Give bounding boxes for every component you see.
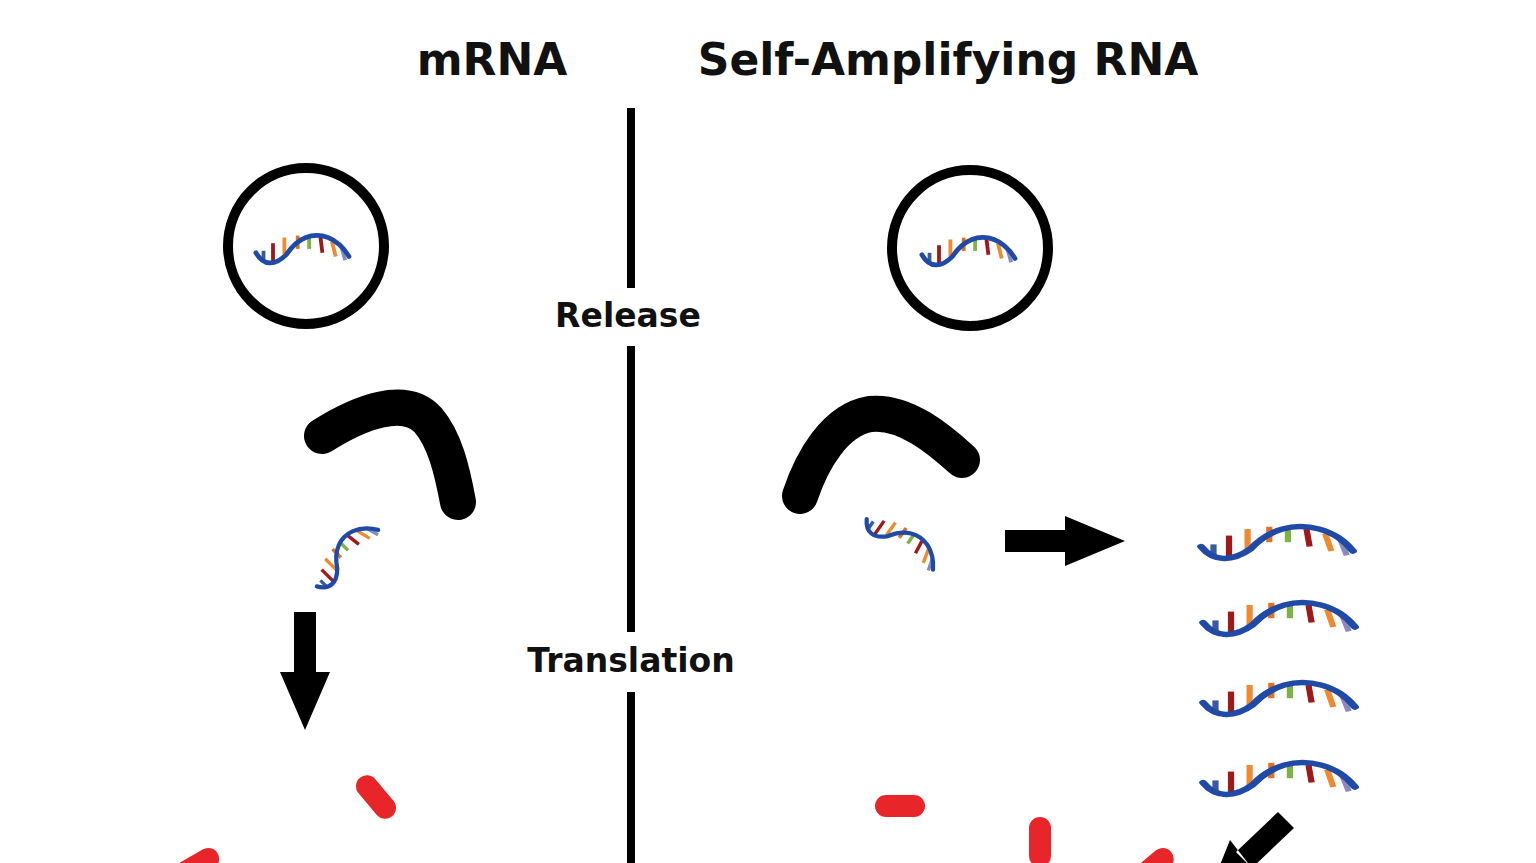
arrow (1214, 812, 1294, 863)
protein (1040, 828, 1041, 856)
rna-strand (922, 237, 1015, 265)
protein (184, 859, 208, 863)
stage-label: Release (549, 296, 707, 336)
nanoparticle (228, 168, 384, 324)
rna-strand (1203, 603, 1355, 635)
protein (367, 786, 385, 807)
rna-strand (1203, 763, 1355, 795)
rna-strand (256, 235, 349, 263)
arrow (280, 612, 330, 730)
protein (1141, 859, 1162, 863)
arrow (1005, 516, 1125, 566)
rna-strand (1201, 527, 1353, 559)
protein (886, 806, 914, 807)
divider-line (627, 108, 635, 863)
rna-strand (1203, 683, 1355, 715)
stage-label: Translation (521, 641, 740, 681)
broken-shell (322, 408, 458, 502)
column-heading: mRNA (417, 36, 568, 84)
nanoparticle (892, 170, 1048, 326)
column-heading: Self-Amplifying RNA (698, 36, 1199, 84)
rna-strand (306, 517, 382, 593)
broken-shell (800, 414, 962, 496)
rna-strand (861, 506, 943, 574)
